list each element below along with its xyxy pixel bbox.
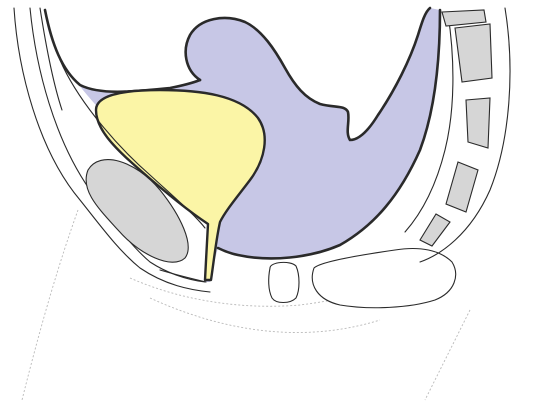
vertebra-4 — [446, 162, 478, 212]
anal-region — [312, 249, 455, 308]
faint-contour-left — [22, 210, 78, 400]
vertebra-3 — [466, 98, 490, 148]
vaginal-introitus — [269, 262, 299, 302]
wall-inner-line — [40, 8, 62, 110]
cavity-outline-left — [45, 10, 200, 92]
faint-contour-right — [425, 310, 470, 400]
perineum-line — [160, 270, 206, 282]
vertebra-2 — [455, 24, 492, 82]
vertebra-5 — [420, 214, 450, 246]
vertebra-1 — [442, 10, 486, 26]
